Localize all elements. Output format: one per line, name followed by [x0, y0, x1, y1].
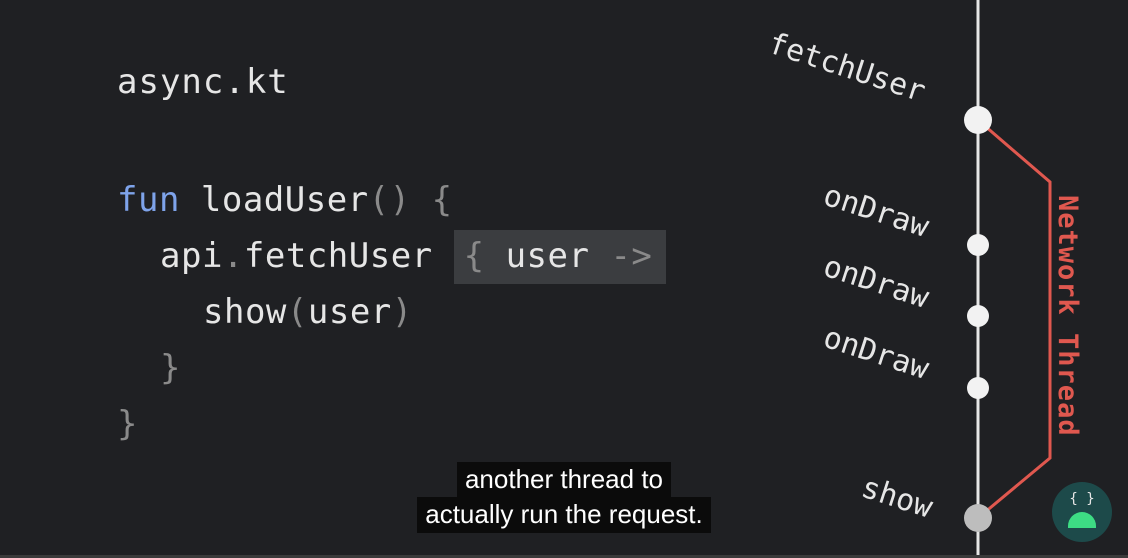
show-fn: show — [203, 292, 287, 332]
parens: () — [368, 180, 411, 220]
network-thread-label: Network Thread — [1052, 195, 1083, 437]
dot-fetchuser — [964, 106, 992, 134]
open-brace: { — [410, 180, 453, 220]
dot-ondraw-2 — [967, 305, 989, 327]
code-file-title: async.kt — [117, 62, 289, 102]
keyword-fun: fun — [117, 180, 180, 220]
code-line-1: fun loadUser() { — [117, 180, 453, 220]
close-paren: ) — [391, 292, 413, 332]
video-progress-bar[interactable] — [0, 555, 1128, 558]
open-paren: ( — [286, 292, 308, 332]
logo-brace-text: { } — [1069, 491, 1095, 507]
dot: . — [222, 236, 244, 276]
code-line-5: } — [117, 404, 138, 444]
dot-ondraw-3 — [967, 377, 989, 399]
fetch-method: fetchUser — [243, 236, 433, 276]
code-line-2: api.fetchUser { user -> — [160, 230, 667, 284]
subtitle-line-1: another thread to — [0, 462, 1128, 498]
code-line-4: } — [160, 348, 181, 388]
lambda-arrow: -> — [589, 236, 653, 276]
subtitle-text-1: another thread to — [456, 462, 672, 498]
function-name: loadUser — [179, 180, 369, 220]
lambda-param: user — [505, 236, 590, 276]
show-arg: user — [307, 292, 392, 332]
dot-ondraw-1 — [967, 234, 989, 256]
subtitle-line-2: actually run the request. — [0, 497, 1128, 533]
lambda-highlight: { user -> — [453, 230, 667, 284]
api-object: api — [160, 236, 223, 276]
lambda-brace: { — [463, 236, 506, 276]
subtitle-text-2: actually run the request. — [417, 497, 711, 533]
code-line-3: show(user) — [203, 292, 413, 332]
network-thread-path — [977, 118, 1052, 520]
android-dev-logo-icon: { } — [1052, 482, 1112, 542]
android-head-icon — [1068, 512, 1096, 528]
dot-show — [964, 504, 992, 532]
